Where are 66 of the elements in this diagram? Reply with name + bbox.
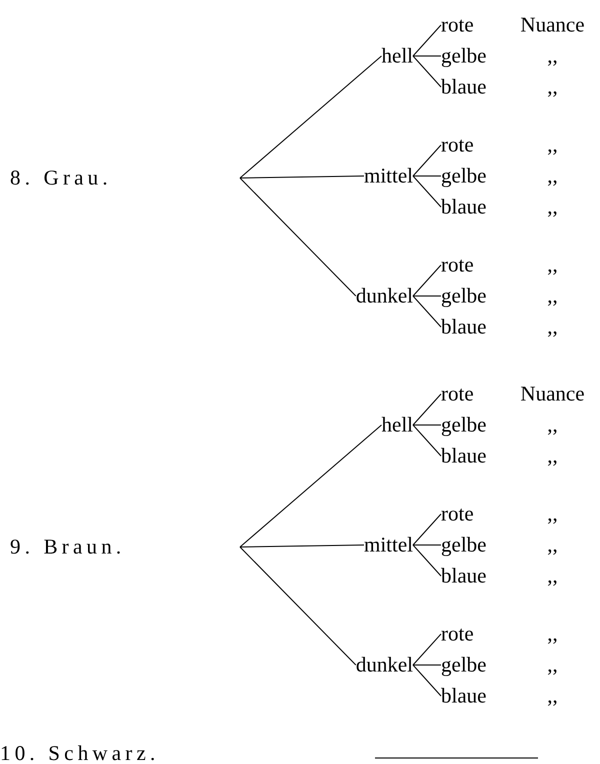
ditto-note: ,, [547,196,558,218]
ditto-note: ,, [547,446,558,466]
branch-term: hell [382,44,413,68]
branch-line [412,24,442,56]
branch-line [412,424,442,456]
ditto-note: ,, [547,534,558,556]
branch-line [240,424,382,548]
branch-term: blaue [441,564,486,588]
ditto-note: ,, [547,566,558,586]
branch-line [240,176,364,178]
branch-line [240,56,382,178]
category-heading: 8. Grau. [10,166,112,190]
branch-term: dunkel [356,284,413,308]
branch-line [412,144,442,176]
branch-line [412,394,442,426]
branch-term: blaue [441,684,486,708]
branch-line [412,544,442,546]
category-heading: 10. Schwarz. [0,743,160,764]
branch-line [412,176,442,208]
ditto-note: ,, [547,254,558,276]
branch-line [412,544,442,576]
branch-line [412,664,442,696]
ditto-note: ,, [547,134,558,156]
branch-line [412,296,442,328]
branch-term: rote [441,622,474,646]
branch-line [240,178,356,296]
branch-term: gelbe [441,652,486,676]
ditto-note: ,, [547,46,558,66]
branch-line [412,514,442,546]
ditto-note: ,, [547,286,558,306]
ditto-note: ,, [547,504,558,524]
ditto-note: ,, [547,76,558,98]
branch-line [240,546,356,666]
branch-term: rote [441,12,474,36]
branch-term: rote [441,132,474,156]
branch-term: rote [441,382,474,406]
branch-line [412,634,442,666]
branch-term: blaue [441,444,486,468]
ditto-note: ,, [547,654,558,676]
branch-term: rote [441,252,474,276]
branch-term: gelbe [441,412,486,436]
branch-line [412,264,442,296]
branch-term: gelbe [441,532,486,556]
branch-line [412,664,442,666]
branch-term: gelbe [441,284,486,308]
branch-term: dunkel [356,652,413,676]
ditto-note: ,, [547,624,558,644]
branch-term: blaue [441,314,486,338]
branch-term: blaue [441,194,486,218]
branch-term: mittel [364,164,413,188]
category-heading: 9. Braun. [10,534,126,558]
branch-term: rote [441,502,474,526]
branch-term: gelbe [441,44,486,68]
ditto-note: ,, [547,166,558,186]
ditto-note: Nuance [520,14,585,36]
branch-line [240,544,364,548]
branch-term: hell [382,412,413,436]
ditto-note: ,, [547,316,558,338]
ditto-note: ,, [547,686,558,706]
ditto-note: Nuance [520,384,585,404]
branch-line [412,56,442,88]
branch-term: gelbe [441,164,486,188]
branch-term: blaue [441,74,486,98]
ditto-note: ,, [547,414,558,436]
branch-line [412,424,442,426]
branch-term: mittel [364,532,413,556]
